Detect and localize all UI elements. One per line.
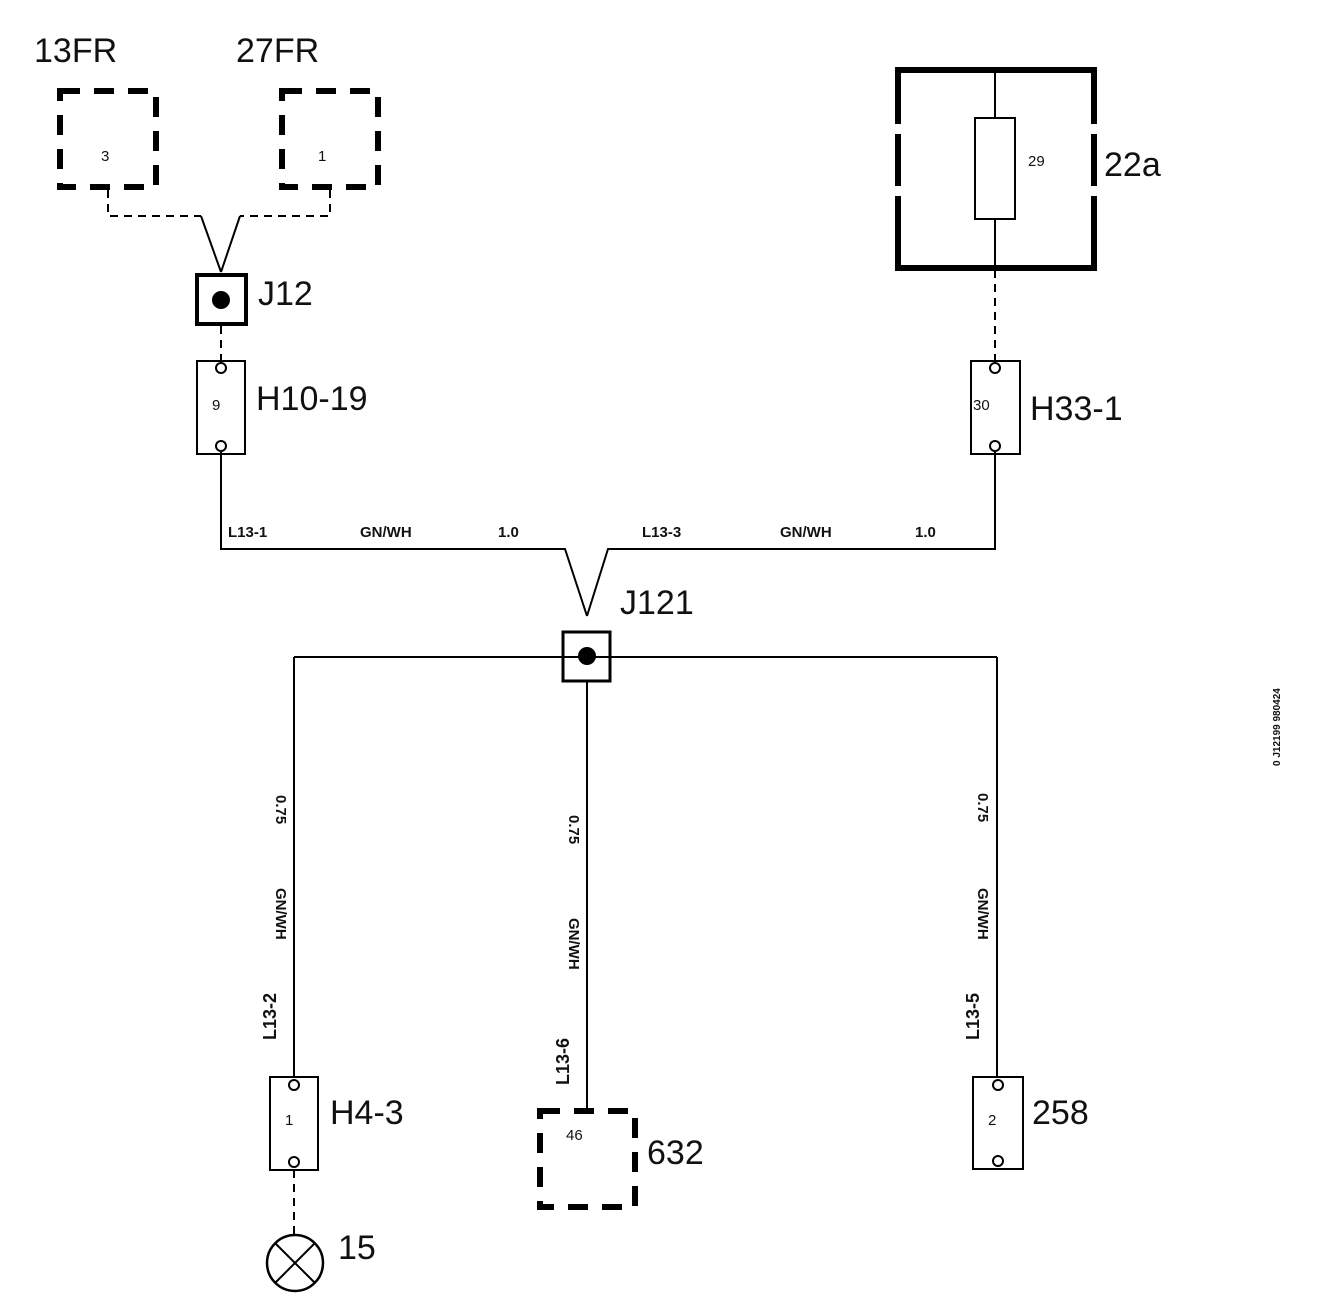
wire-l13-2-size: 0.75 xyxy=(272,795,289,824)
wire-merge-j12 xyxy=(200,215,241,273)
wire-l13-2-color: GN/WH xyxy=(272,888,289,940)
connector-27fr: 1 xyxy=(279,88,381,190)
figure-code: 0 J12199 980424 xyxy=(1272,688,1283,766)
wire-l13-6-size: 0.75 xyxy=(565,815,582,844)
wire-l13-1-size: 1.0 xyxy=(498,524,519,541)
connector-258-label: 258 xyxy=(1032,1094,1089,1132)
wire-l13-5-color: GN/WH xyxy=(974,888,991,940)
wire-l13-1-id: L13-1 xyxy=(228,524,267,541)
wire-l13-3: L13-3 GN/WH 1.0 xyxy=(586,452,996,617)
wire-l13-3-color: GN/WH xyxy=(780,524,832,541)
connector-13fr: 3 xyxy=(57,88,159,190)
connector-h33-1-label: H33-1 xyxy=(1030,390,1123,428)
connector-h10-19: 9 xyxy=(196,360,246,455)
wire-l13-6-id: L13-6 xyxy=(553,1038,573,1085)
lamp-icon xyxy=(265,1233,325,1293)
connector-632-label: 632 xyxy=(647,1134,704,1172)
splice-j12-label: J12 xyxy=(258,275,313,313)
fuse-pin: 29 xyxy=(1028,153,1045,170)
wire-l13-1: L13-1 GN/WH 1.0 xyxy=(220,452,588,617)
fuse-icon xyxy=(974,117,1016,220)
connector-h10-19-pin: 9 xyxy=(212,397,220,414)
fuse-box-22a: 29 xyxy=(892,67,1100,271)
wire-l13-3-id: L13-3 xyxy=(642,524,681,541)
connector-h4-3: 1 xyxy=(269,1076,319,1171)
wire-l13-6-color: GN/WH xyxy=(565,918,582,970)
connector-632-pin: 46 xyxy=(566,1127,583,1144)
connector-13fr-label: 13FR xyxy=(34,32,117,70)
connector-h33-1-pin: 30 xyxy=(973,397,990,414)
wire-l13-5-size: 0.75 xyxy=(974,793,991,822)
splice-j121 xyxy=(561,630,612,683)
connector-h4-3-label: H4-3 xyxy=(330,1094,404,1132)
connector-258-pin: 2 xyxy=(988,1112,996,1129)
wire-l13-2-id: L13-2 xyxy=(260,993,280,1040)
fuse-box-22a-label: 22a xyxy=(1104,146,1161,184)
connector-258: 2 xyxy=(972,1076,1024,1170)
wire-l13-5-id: L13-5 xyxy=(963,993,983,1040)
connector-h10-19-label: H10-19 xyxy=(256,380,368,418)
connector-h33-1: 30 xyxy=(970,360,1021,455)
splice-j12 xyxy=(195,273,248,326)
connector-632: 46 xyxy=(537,1108,638,1210)
splice-j121-label: J121 xyxy=(620,584,694,622)
connector-h4-3-pin: 1 xyxy=(285,1112,293,1129)
wire-l13-2: 0.75 GN/WH L13-2 xyxy=(260,657,295,1078)
connector-27fr-pin: 1 xyxy=(318,148,326,165)
wire-l13-3-size: 1.0 xyxy=(915,524,936,541)
wire-l13-1-color: GN/WH xyxy=(360,524,412,541)
dashed-links-j12 xyxy=(107,190,331,217)
wire-l13-5: 0.75 GN/WH L13-5 xyxy=(963,657,998,1078)
connector-27fr-label: 27FR xyxy=(236,32,319,70)
lamp-label: 15 xyxy=(338,1229,376,1267)
wire-l13-6: 0.75 GN/WH L13-6 xyxy=(553,681,588,1110)
connector-13fr-pin: 3 xyxy=(101,148,109,165)
